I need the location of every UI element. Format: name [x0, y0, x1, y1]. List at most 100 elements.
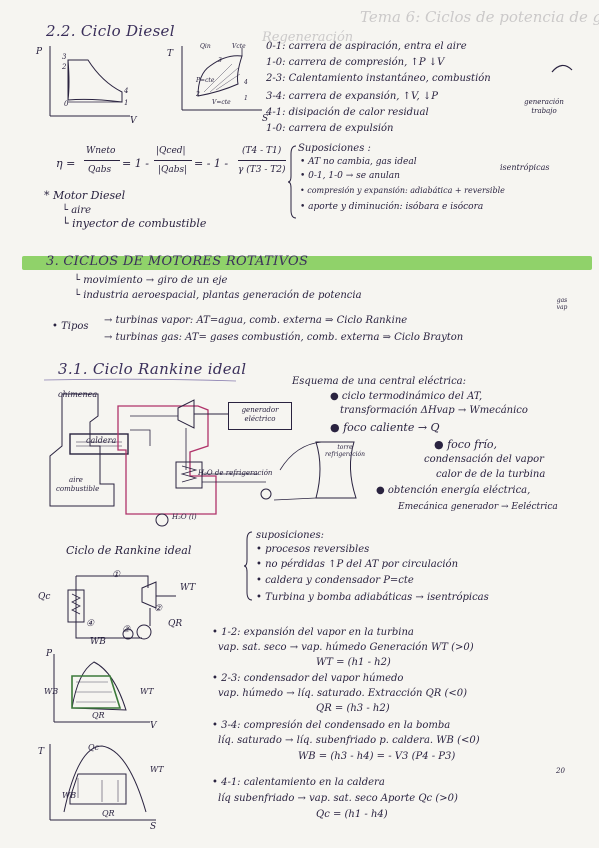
pv2-wt: WT [140, 687, 154, 696]
pv-axis-p: P [36, 47, 43, 57]
rankine-sup-item: • procesos reversibles [256, 544, 370, 555]
pv-label-0: 0 [64, 100, 69, 108]
highlight-band [22, 256, 592, 270]
section-title-rankine: 3.1. Ciclo Rankine ideal [58, 360, 247, 378]
fraction-bar [154, 160, 192, 161]
generator-box [228, 402, 292, 430]
cycle-n2: ② [154, 604, 163, 614]
ts-label-1: 1 [244, 95, 248, 102]
plant-torre: torre refrigeración [324, 444, 366, 458]
eff-num1: Wneto [86, 146, 116, 156]
diesel-sup-item: • aporte y diminución: isóbara e isócora [300, 202, 484, 212]
diesel-step: 2-3: Calentamiento instantáneo, combusti… [266, 73, 491, 84]
process-eq: WT = (h1 - h2) [316, 657, 391, 668]
ghost-header: Tema 6: Ciclos de potencia de gas [360, 8, 599, 26]
pv-label-3: 3 [62, 53, 67, 61]
esquema-item: calor de de la turbina [436, 469, 546, 480]
diesel-ts-diagram [181, 46, 262, 111]
esquema-title: Esquema de una central eléctrica: [292, 376, 466, 387]
section-title-rotativos: 3. CICLOS DE MOTORES ROTATIVOS [46, 254, 309, 269]
tipo-item-gas: → turbinas gas: AT= gases combustión, co… [104, 332, 464, 343]
ts2-axis-t: T [38, 747, 45, 757]
process-head: • 2-3: condensador del vapor húmedo [212, 673, 404, 684]
rankine-sup-item: • no pérdidas ↑P del AT por circulación [256, 559, 459, 570]
diesel-step: 4-1: disipación de calor residual [266, 107, 429, 118]
page-mark: 20 [556, 767, 565, 775]
plant-h2o-refrigeracion: H₂O de refrigeración [198, 469, 273, 477]
rotativos-item: └ industria aeroespacial, plantas genera… [74, 290, 362, 301]
ts2-qr: QR [102, 809, 115, 818]
cycle-wb: WB [90, 637, 106, 647]
diesel-sup-title: Suposiciones : [298, 143, 371, 154]
cycle-qr: QR [168, 619, 183, 629]
process-head: • 4-1: calentamiento en la caldera [212, 777, 385, 788]
plant-caldera: caldera [86, 436, 117, 445]
ts2-axis-s: S [150, 822, 157, 832]
power-plant-schematic [49, 393, 357, 527]
diesel-step: 1-0: carrera de expulsión [266, 123, 394, 134]
fraction-bar [84, 160, 120, 161]
fraction-bar [238, 160, 286, 161]
pv-label-2: 2 [62, 63, 67, 71]
process-line: líq. saturado → líq. subenfriado p. cald… [218, 735, 480, 746]
rankine-sup-item: • Turbina y bomba adiabáticas → isentróp… [256, 592, 489, 603]
diesel-pv-diagram [49, 46, 130, 117]
title-underline [43, 378, 237, 382]
ts-label-vcte: Vcte [232, 43, 246, 50]
process-line: líq subenfriado → vap. sat. seco Aporte … [218, 793, 458, 804]
eff-lhs: η = [56, 157, 76, 170]
eff-den3: γ (T3 - T2) [238, 165, 286, 175]
process-eq: QR = (h3 - h2) [316, 703, 390, 714]
motor-diesel: * Motor Diesel [44, 189, 126, 202]
diesel-step: 0-1: carrera de aspiración, entra el air… [266, 41, 467, 52]
pv2-wb: WB [44, 687, 59, 696]
process-eq: Qc = (h1 - h4) [316, 809, 388, 820]
ghost-header-2: Regeneración [262, 30, 354, 45]
motor-item-inyector: └ inyector de combustible [62, 217, 207, 230]
eff-mid: = 1 - [122, 157, 149, 170]
ts-label-2: 2 [196, 91, 200, 98]
process-head: • 3-4: compresión del condensado en la b… [212, 720, 451, 731]
rankine-ts-diagram [49, 744, 156, 821]
eff-mid2: = - 1 - [194, 157, 229, 170]
esquema-item: transformación ΔHvap → Wmecánico [340, 405, 528, 416]
diesel-sup-item: • 0-1, 1-0 → se anulan [300, 171, 400, 181]
esquema-item: ● obtención energía eléctrica, [376, 485, 531, 496]
ts2-wt: WT [150, 765, 164, 774]
process-line: vap. sat. seco → vap. húmedo Generación … [218, 642, 474, 653]
pv2-axis-p: P [46, 649, 53, 659]
eff-num2: |Qced| [156, 146, 186, 156]
ts-label-3: 3 [218, 57, 222, 64]
esquema-item: ● foco caliente → Q [330, 421, 440, 434]
ts-label-pcte: P=cte [196, 77, 215, 84]
esquema-item: ● ciclo termodinámico del AT, [330, 391, 483, 402]
brace-icon [287, 145, 297, 219]
cycle-qc: Qc [38, 592, 51, 602]
pv2-axis-v: V [150, 721, 157, 731]
cycle-n4: ④ [86, 619, 95, 629]
process-eq: WB = (h3 - h4) = - V3 (P4 - P3) [298, 751, 456, 762]
section-title-diesel: 2.2. Ciclo Diesel [46, 22, 175, 40]
isentropic-note: isentrópicas [500, 163, 550, 172]
eff-den2: |Qabs| [158, 165, 188, 175]
pv-label-4: 4 [124, 87, 129, 95]
ts-label-qin: Qin [200, 43, 211, 50]
cycle-n3: ③ [122, 625, 131, 635]
cycle-wt: WT [180, 583, 196, 593]
diesel-sup-item: • AT no cambia, gas ideal [300, 157, 417, 167]
margin-note-gas-vap: gas vap [556, 297, 568, 311]
eff-num3: (T4 - T1) [242, 146, 282, 156]
esquema-item: ● foco frío, [434, 438, 498, 451]
rotativos-item: └ movimiento → giro de un eje [74, 275, 228, 286]
pv-axis-v: V [130, 116, 137, 126]
process-line: vap. húmedo → líq. saturado. Extracción … [218, 688, 468, 699]
brace-icon [243, 531, 253, 601]
ts-label-4: 4 [244, 79, 248, 86]
regen-note: generación trabajo [524, 98, 564, 115]
process-head: • 1-2: expansión del vapor en la turbina [212, 627, 414, 638]
ts-axis-t: T [167, 49, 174, 59]
plant-aire-combustible: aire combustible [56, 476, 100, 493]
cycle-n1: ① [112, 570, 121, 580]
plant-chimenea: chimenea [58, 390, 98, 399]
